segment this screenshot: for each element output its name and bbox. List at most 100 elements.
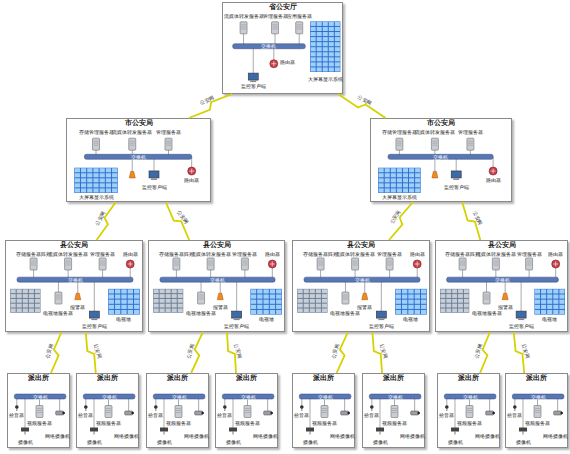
wall-cell	[403, 183, 408, 187]
wall-cell	[257, 305, 262, 309]
server-slot	[387, 261, 392, 262]
device-label: 拾音器	[439, 413, 454, 418]
wall-cell	[112, 183, 117, 187]
server-slot	[56, 297, 61, 298]
wall-cell	[379, 173, 384, 177]
device-label: 报警器	[498, 305, 513, 310]
server-body	[105, 406, 112, 418]
camera-lens	[492, 412, 495, 415]
wall-cell	[35, 304, 40, 308]
wall-cell	[100, 178, 105, 182]
server-slot	[297, 26, 302, 27]
device-label: 拾音器	[78, 413, 93, 418]
server-slot	[241, 26, 246, 27]
wall-cell	[415, 289, 420, 293]
device-label: 监控客户端	[444, 185, 469, 190]
camera-icon	[451, 428, 459, 435]
device-label: 监控客户端	[369, 324, 394, 329]
wall-cell	[322, 289, 327, 293]
server-slot	[467, 408, 472, 409]
server-body	[321, 406, 328, 418]
wall-cell	[75, 183, 80, 187]
wall-cell	[322, 299, 327, 303]
wall-cell	[276, 294, 281, 298]
camera-mount	[455, 432, 456, 435]
wall-cell	[458, 294, 463, 298]
microphone-icon	[154, 405, 158, 411]
wall-cell	[385, 183, 390, 187]
wall-cell	[304, 294, 309, 298]
wall-cell	[446, 299, 451, 303]
device-label: 路由器	[280, 60, 295, 65]
wall-cell	[160, 294, 165, 298]
server-body	[175, 406, 182, 418]
wall-frame	[74, 168, 118, 193]
wall-cell	[128, 289, 133, 293]
unit-name: 派出所	[506, 375, 567, 382]
device-label: 视频服务器	[27, 421, 52, 426]
server-icon	[55, 292, 62, 304]
server-slot	[208, 265, 213, 266]
server-body	[240, 22, 247, 34]
server-slot	[397, 143, 402, 144]
wall-cell	[559, 310, 564, 314]
server-slot	[468, 143, 473, 144]
server-body	[207, 258, 214, 270]
device-label: 网络摄像机	[184, 434, 209, 439]
link-label: 公安网	[472, 210, 484, 226]
wall-cell	[257, 310, 262, 314]
device-label: 流媒体转发服务器	[415, 130, 455, 135]
wall-cell	[440, 299, 445, 303]
wall-cell	[298, 308, 303, 312]
device-label: 交换机	[388, 394, 403, 399]
device-label: 报警器	[70, 305, 85, 310]
server-slot	[106, 412, 111, 413]
wall-cell	[304, 289, 309, 293]
wall-cell	[178, 299, 183, 303]
server-icon	[129, 138, 136, 150]
unit-name: 派出所	[77, 375, 138, 382]
device-label: 路由器	[486, 178, 501, 183]
server-body	[93, 138, 100, 150]
server-slot	[353, 261, 358, 262]
client-screen	[376, 311, 386, 318]
unit-box: 派出所拾音器交换机视频服务器网络摄像机摄像机	[76, 373, 139, 448]
wall-cell	[304, 308, 309, 312]
router-icon	[188, 167, 196, 175]
server-body	[241, 258, 248, 270]
wall-cell	[541, 300, 546, 304]
wall-cell	[379, 188, 384, 192]
wall-cell	[112, 173, 117, 177]
switch-bar	[299, 394, 351, 399]
wall-cell	[115, 294, 120, 298]
device-label: 监控客户端	[82, 324, 107, 329]
server-body	[391, 406, 398, 418]
wall-cell	[335, 47, 340, 51]
unit-name: 派出所	[147, 375, 208, 382]
wall-cell	[323, 42, 328, 46]
wall-cell	[329, 52, 334, 56]
wall-cell	[408, 310, 413, 314]
wall-cell	[335, 57, 340, 61]
wall-frame	[250, 289, 282, 315]
wall-cell	[93, 173, 98, 177]
switch-bar	[233, 44, 306, 49]
device-label: 路由器	[548, 252, 563, 257]
server-slot	[241, 24, 246, 25]
wall-cell	[323, 62, 328, 66]
server-body	[99, 258, 106, 270]
router-body	[489, 167, 497, 175]
server-slot	[392, 408, 397, 409]
device-label: 报警器	[213, 305, 228, 310]
wall-cell	[322, 304, 327, 308]
device-label: 视频服务器	[96, 421, 121, 426]
router-mark	[491, 169, 496, 174]
device-label: 交换机	[68, 277, 83, 282]
wall-cell	[385, 173, 390, 177]
server-slot	[343, 295, 348, 296]
wall-cell	[106, 173, 111, 177]
wall-cell	[121, 294, 126, 298]
server-slot	[208, 261, 213, 262]
wall-cell	[379, 168, 384, 172]
device-wire	[521, 280, 522, 315]
